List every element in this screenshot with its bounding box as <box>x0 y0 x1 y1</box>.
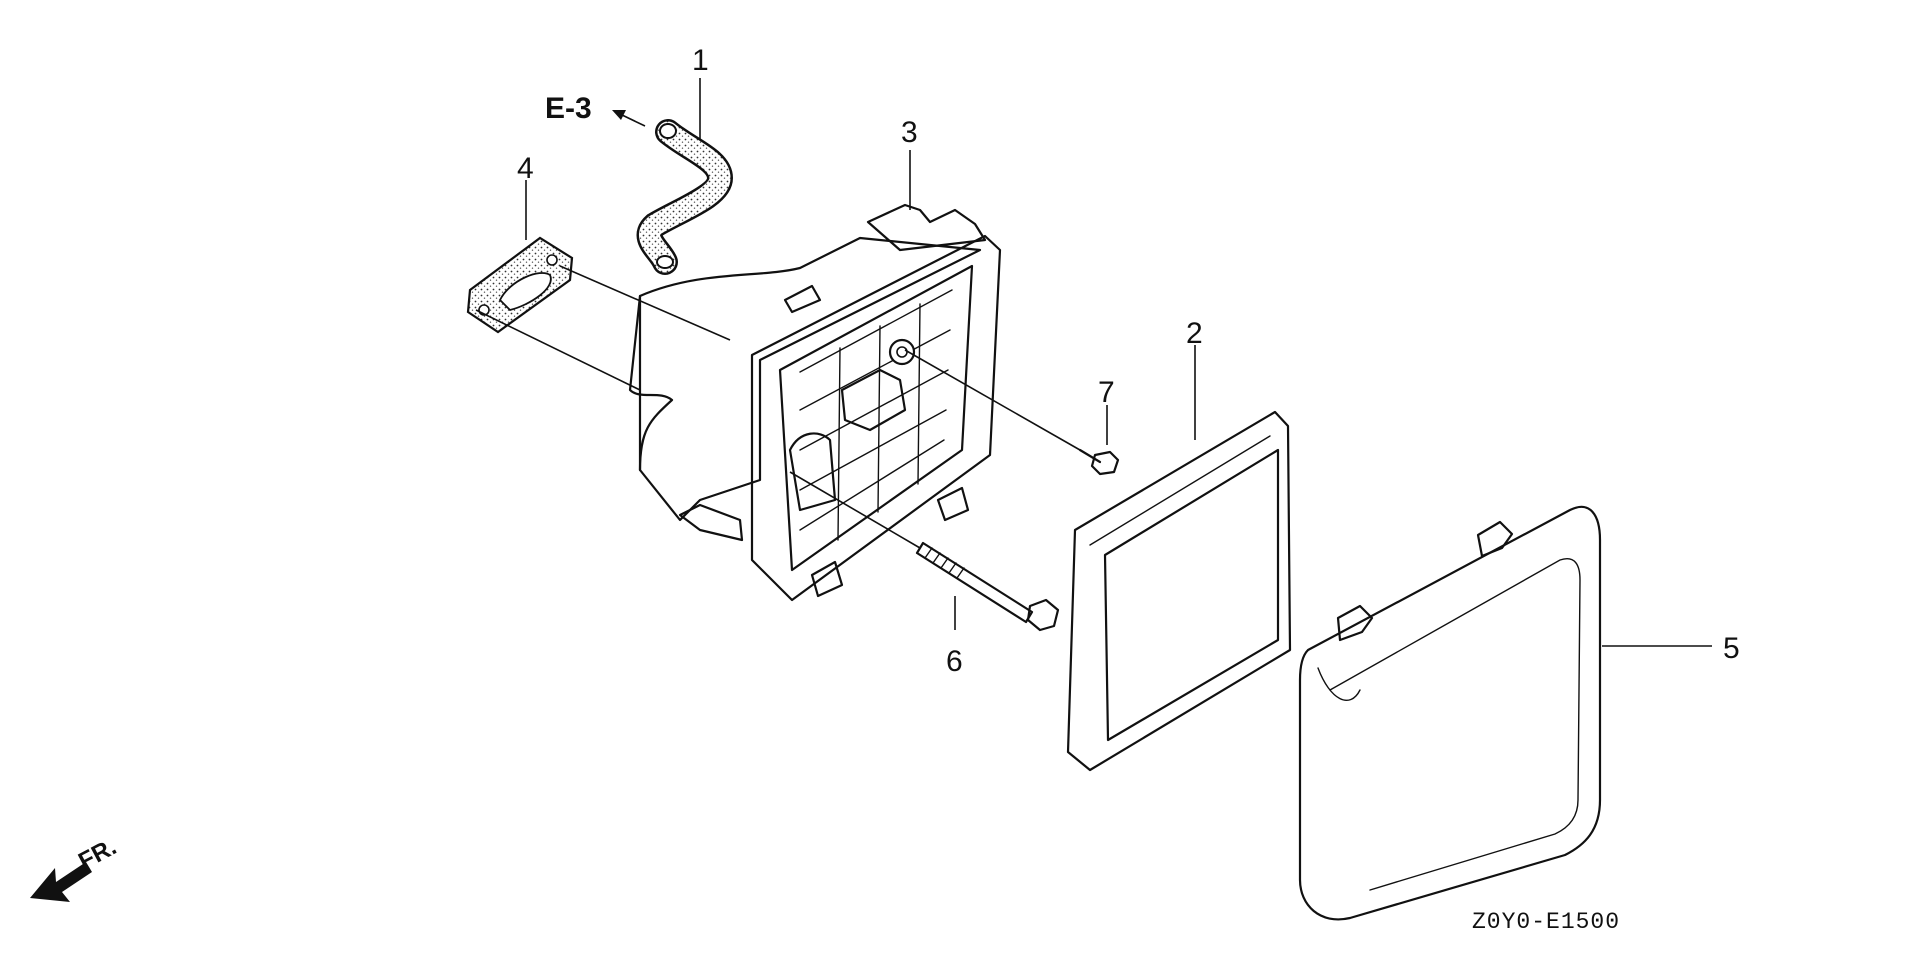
callout-3: 3 <box>901 116 918 149</box>
front-direction-arrow <box>30 862 92 902</box>
callout-2: 2 <box>1186 317 1203 350</box>
callout-5: 5 <box>1723 632 1740 665</box>
long-bolt <box>915 541 1060 632</box>
reference-label-e3: E-3 <box>545 92 592 125</box>
diagram-code: Z0Y0-E1500 <box>1472 909 1620 935</box>
flange-bolt-small <box>1078 448 1120 476</box>
pleated-air-filter <box>1066 410 1292 772</box>
callout-6: 6 <box>946 645 963 678</box>
reference-arrow <box>612 110 646 127</box>
gasket <box>466 236 574 334</box>
callout-4: 4 <box>517 152 534 185</box>
callout-1: 1 <box>692 44 709 77</box>
leader-lines <box>475 78 1712 647</box>
air-cleaner-case <box>628 203 1002 602</box>
callout-7: 7 <box>1098 376 1115 409</box>
air-cleaner-cover <box>1298 505 1602 921</box>
breather-tube <box>636 119 734 275</box>
